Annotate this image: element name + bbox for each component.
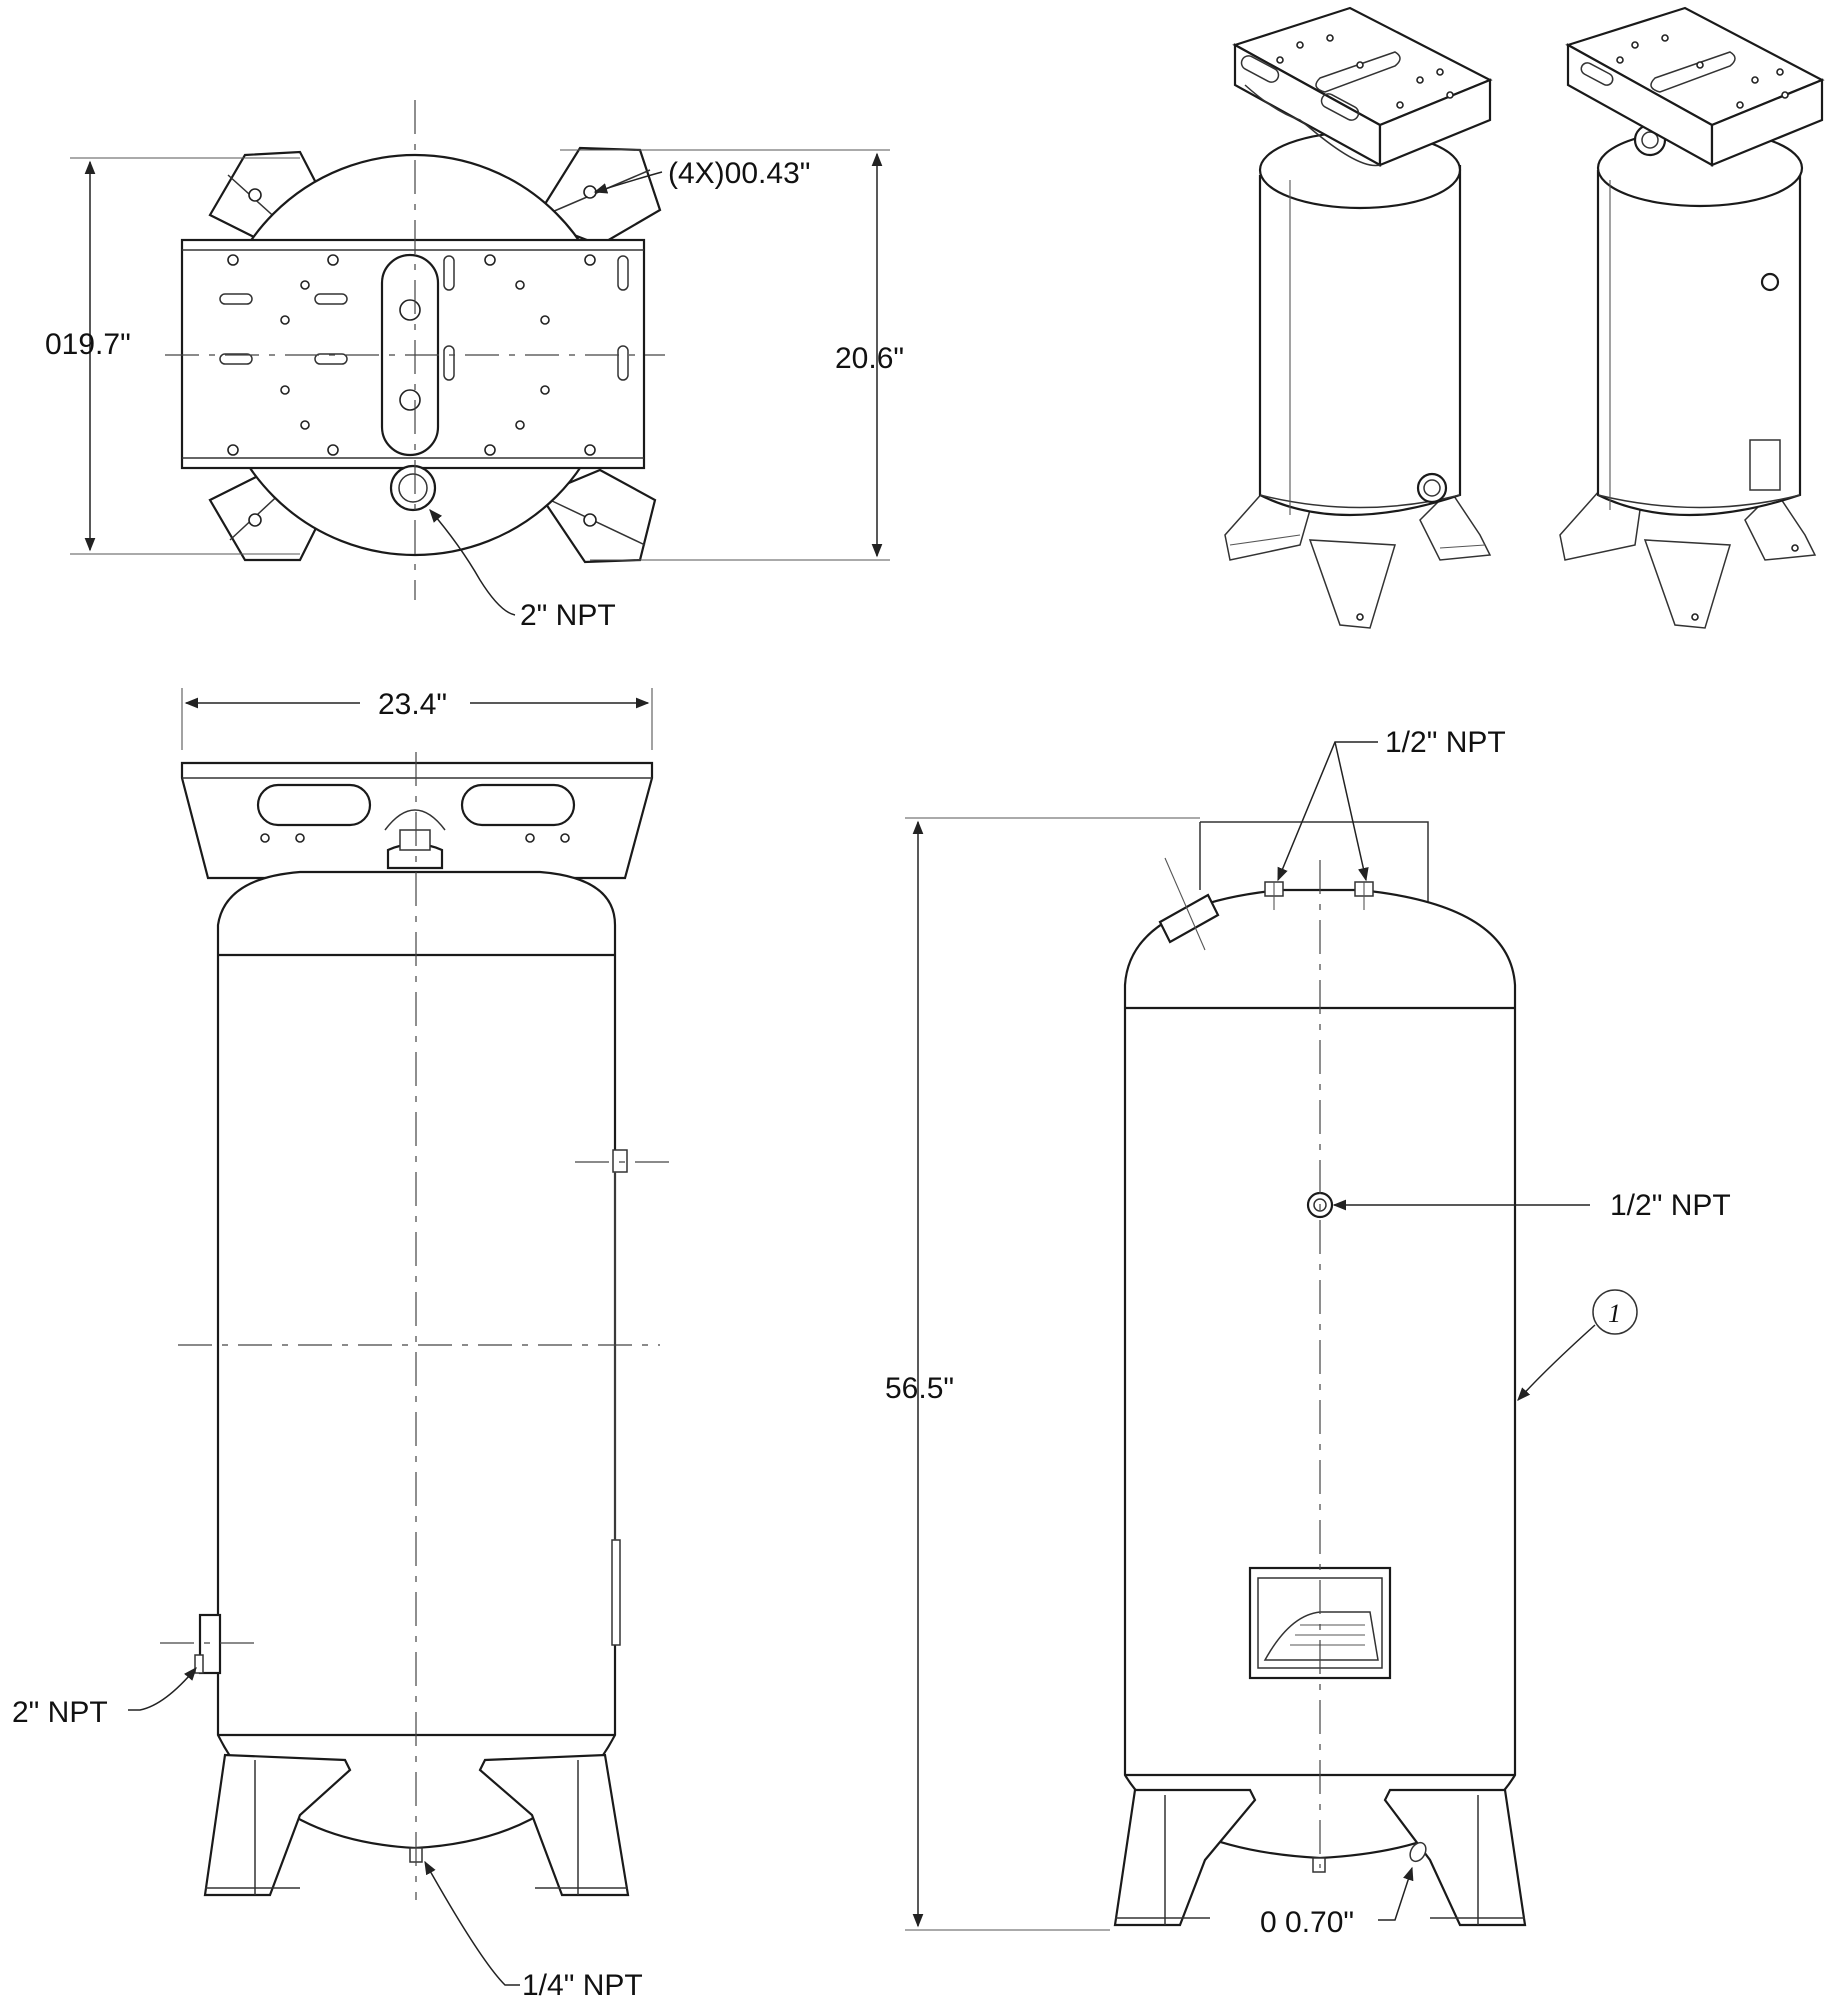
top-ports-label: 1/2" NPT (1385, 726, 1506, 759)
width-dimension (181, 688, 653, 750)
top-view: (4X)00.43" 019.7" 20.6" 2" NPT (45, 100, 904, 632)
isometric-view-left (1224, 6, 1493, 629)
front-bracket (180, 761, 654, 880)
corner-bracket-br (538, 468, 657, 564)
drain-label: 1/4" NPT (522, 1969, 643, 2000)
mounting-plate (180, 238, 646, 470)
top-port (389, 464, 437, 512)
overall-dim-label: 20.6" (835, 342, 904, 375)
mid-port-label: 1/2" NPT (1610, 1189, 1731, 1222)
foot-hole-dim: 0 0.70" (1260, 1906, 1354, 1939)
depth-dimension (70, 157, 300, 555)
top-port-label: 2" NPT (520, 599, 616, 632)
side-port-label: 2" NPT (12, 1696, 108, 1729)
front-side-port (194, 1613, 222, 1675)
side-legs (1113, 1788, 1527, 1927)
balloon-number: 1 (1608, 1299, 1621, 1328)
height-dim-label: 56.5" (885, 1372, 954, 1405)
height-dimension (905, 817, 1200, 1931)
hole-callout: (4X)00.43" (668, 157, 810, 190)
depth-dim-label: 019.7" (45, 328, 131, 361)
isometric-view-right (1559, 6, 1825, 629)
front-legs (203, 1753, 630, 1897)
overall-dimension (560, 149, 890, 561)
side-view: 56.5" 1/2" NPT 1/2" NPT 1 (885, 726, 1731, 1939)
front-view: 23.4" 2" NPT 1/4" NPT (12, 688, 670, 2000)
width-dim-label: 23.4" (378, 688, 447, 721)
